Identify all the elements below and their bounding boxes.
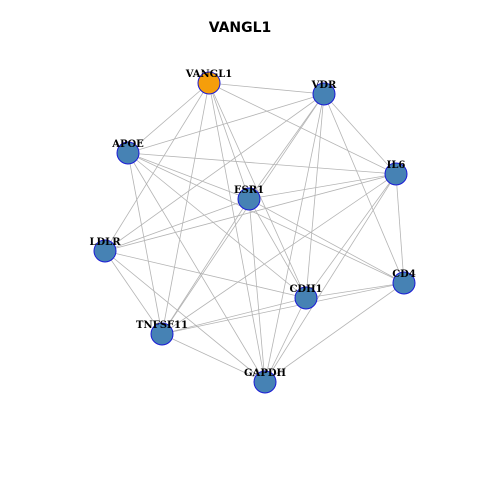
edge-vangl1-esr1 <box>208 82 250 200</box>
node-circle-tnfsf11 <box>150 322 174 346</box>
node-il6: IL6 <box>384 160 408 186</box>
node-label-cdh1: CDH1 <box>289 284 322 295</box>
node-circle-cd4 <box>392 271 416 295</box>
node-cdh1: CDH1 <box>289 284 323 310</box>
edge-il6-tnfsf11 <box>161 173 397 335</box>
node-label-il6: IL6 <box>387 160 406 171</box>
edge-vdr-ldlr <box>104 93 325 252</box>
edge-vdr-cd4 <box>323 93 405 284</box>
node-circle-gapdh <box>253 370 277 394</box>
node-label-ldlr: LDLR <box>89 237 121 248</box>
node-tnfsf11: TNFSF11 <box>136 320 188 346</box>
edge-apoe-tnfsf11 <box>127 152 163 335</box>
edge-vangl1-tnfsf11 <box>161 82 210 335</box>
node-label-vdr: VDR <box>311 80 337 91</box>
edge-vangl1-il6 <box>208 82 397 175</box>
node-circle-ldlr <box>93 239 117 263</box>
edge-esr1-cd4 <box>248 198 405 284</box>
node-vangl1: VANGL1 <box>185 69 232 95</box>
edge-apoe-il6 <box>127 152 397 175</box>
edge-vdr-gapdh <box>264 93 325 383</box>
edge-cdh1-tnfsf11 <box>161 297 307 335</box>
node-circle-apoe <box>116 141 140 165</box>
node-apoe: APOE <box>111 139 144 165</box>
edge-il6-esr1 <box>248 173 397 200</box>
edge-ldlr-tnfsf11 <box>104 250 163 335</box>
node-label-cd4: CD4 <box>392 269 416 280</box>
edge-vangl1-apoe <box>127 82 210 154</box>
node-gapdh: GAPDH <box>244 368 286 394</box>
edge-cdh1-gapdh <box>264 297 307 383</box>
node-circle-esr1 <box>237 187 261 211</box>
node-label-vangl1: VANGL1 <box>185 69 232 80</box>
edge-vangl1-vdr <box>208 82 325 95</box>
node-label-tnfsf11: TNFSF11 <box>136 320 188 331</box>
node-label-esr1: ESR1 <box>234 185 264 196</box>
node-circle-vangl1 <box>197 71 221 95</box>
edge-il6-gapdh <box>264 173 397 383</box>
edge-esr1-cdh1 <box>248 198 307 299</box>
edge-ldlr-cdh1 <box>104 250 307 299</box>
edge-esr1-gapdh <box>248 198 266 383</box>
edge-esr1-ldlr <box>104 198 250 252</box>
node-circle-cdh1 <box>294 286 318 310</box>
edge-apoe-cd4 <box>127 152 405 284</box>
node-ldlr: LDLR <box>89 237 121 263</box>
edge-apoe-esr1 <box>127 152 250 200</box>
edge-ldlr-gapdh <box>104 250 266 383</box>
node-circle-vdr <box>312 82 336 106</box>
node-label-apoe: APOE <box>111 139 144 150</box>
edge-apoe-gapdh <box>127 152 266 383</box>
edge-vdr-cdh1 <box>305 93 325 299</box>
edge-vdr-tnfsf11 <box>161 93 325 335</box>
edges-layer <box>104 82 405 383</box>
node-cd4: CD4 <box>392 269 416 295</box>
node-circle-il6 <box>384 162 408 186</box>
node-vdr: VDR <box>311 80 337 106</box>
edge-vangl1-gapdh <box>208 82 266 383</box>
figure-title: VANGL1 <box>208 20 272 36</box>
edge-il6-cd4 <box>395 173 405 284</box>
edge-cd4-tnfsf11 <box>161 282 405 335</box>
edge-esr1-tnfsf11 <box>161 198 250 335</box>
edge-vdr-esr1 <box>248 93 325 200</box>
edge-apoe-cdh1 <box>127 152 307 299</box>
edge-cd4-gapdh <box>264 282 405 383</box>
edge-il6-cdh1 <box>305 173 397 299</box>
node-label-gapdh: GAPDH <box>244 368 286 379</box>
edge-vdr-apoe <box>127 93 325 154</box>
node-esr1: ESR1 <box>234 185 264 211</box>
edge-tnfsf11-gapdh <box>161 333 266 383</box>
edge-cd4-cdh1 <box>305 282 405 299</box>
edge-vdr-il6 <box>323 93 397 175</box>
